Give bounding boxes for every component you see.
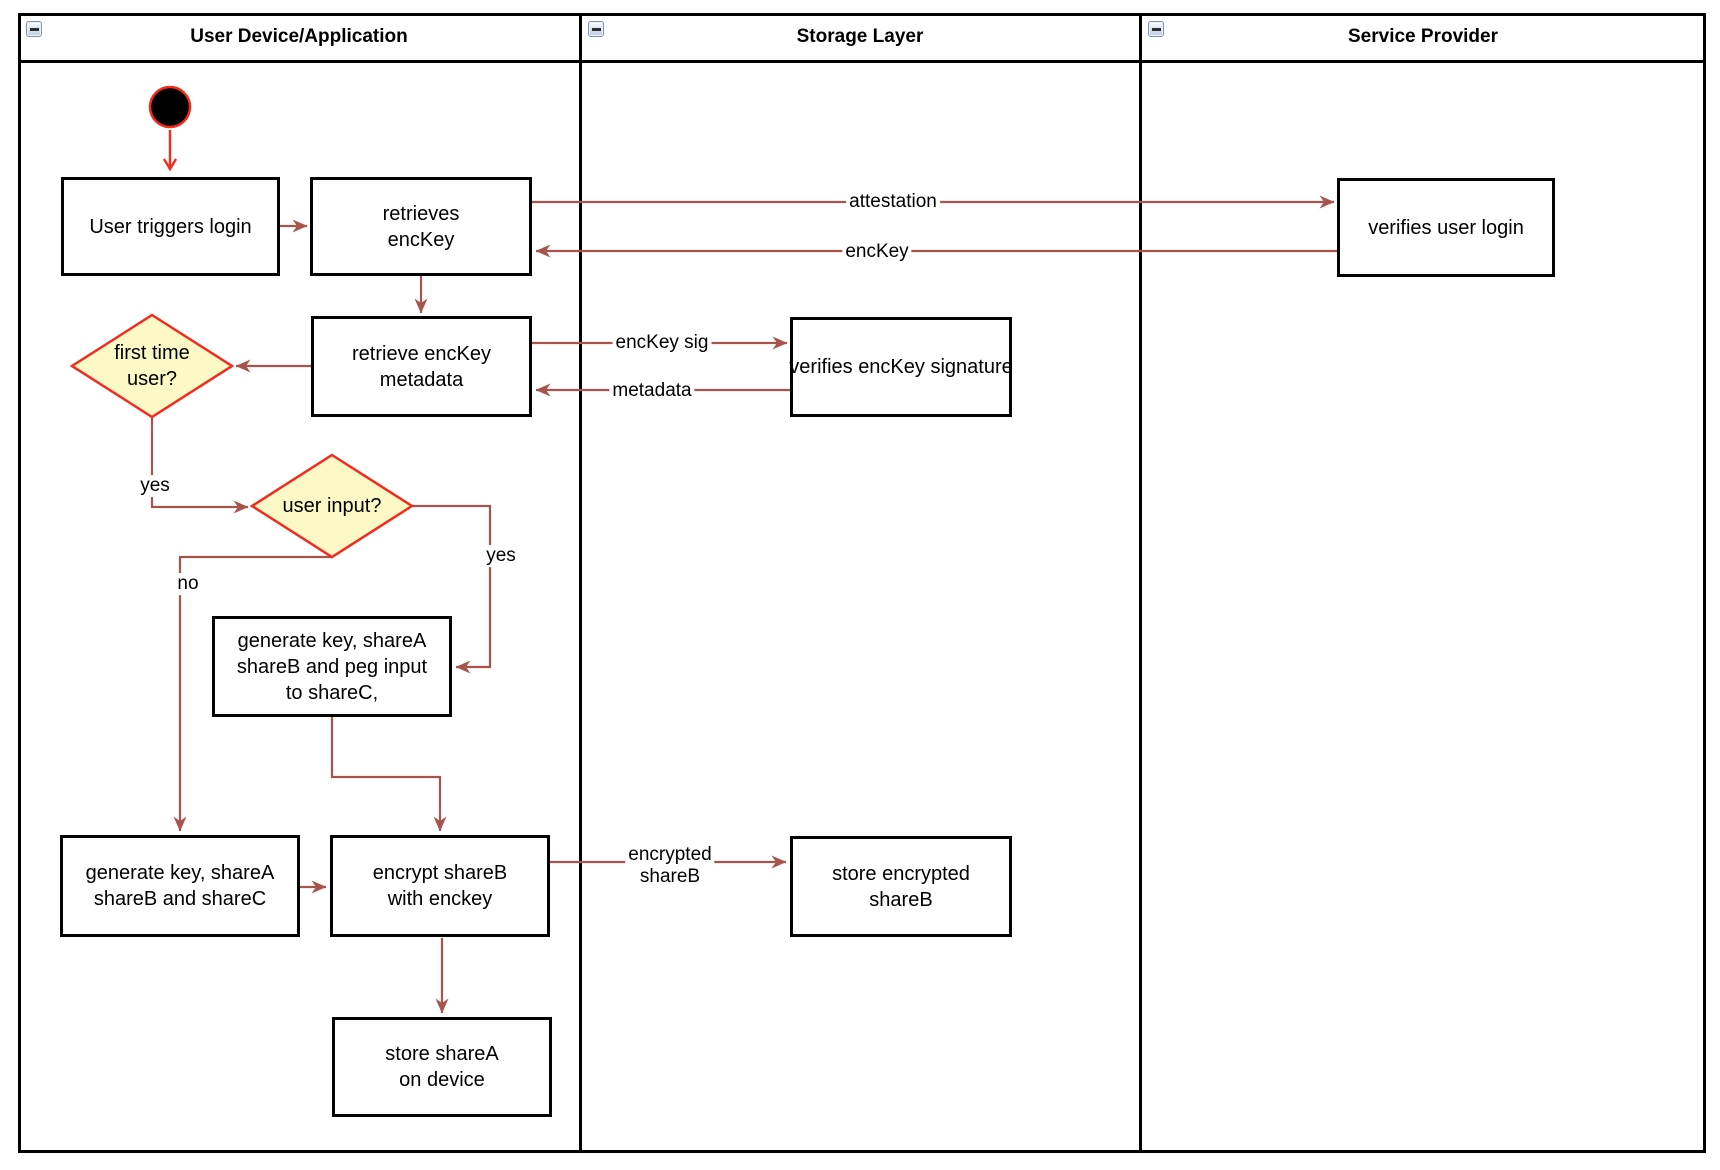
collapse-lane-icon[interactable] bbox=[26, 21, 42, 37]
edge-label-metadata: metadata bbox=[609, 380, 695, 402]
edge-user-input-no bbox=[173, 555, 332, 832]
edge-label-attestation: attestation bbox=[846, 191, 940, 213]
edge-label-user-input-yes: yes bbox=[483, 545, 519, 567]
edge-label-enckey: encKey bbox=[842, 241, 912, 263]
minus-glyph bbox=[1151, 27, 1161, 31]
node-label: retrieves encKey bbox=[382, 202, 460, 251]
lane-header-storage-layer[interactable]: Storage Layer bbox=[580, 13, 1140, 63]
node-verifies-user-login[interactable]: verifies user login bbox=[1337, 178, 1555, 277]
decision-first-time-user-shape[interactable] bbox=[69, 313, 235, 419]
node-label: generate key, shareA shareB and peg inpu… bbox=[236, 629, 428, 704]
minus-glyph bbox=[591, 27, 601, 31]
lane-divider-1 bbox=[579, 13, 582, 1153]
node-label: encrypt shareB with enckey bbox=[372, 862, 508, 910]
node-store-sharea-on-device[interactable]: store shareA on device bbox=[332, 1017, 552, 1117]
node-label: verifies user login bbox=[1368, 216, 1524, 239]
node-label: retrieve encKey metadata bbox=[352, 342, 491, 391]
edge-label-enckey-sig: encKey sig bbox=[612, 332, 712, 354]
node-user-triggers-login[interactable]: User triggers login bbox=[61, 177, 280, 276]
node-label: generate key, shareA shareB and shareC bbox=[85, 862, 275, 910]
lane-title: Service Provider bbox=[1348, 25, 1498, 47]
node-generate-key-peg-input[interactable]: generate key, shareA shareB and peg inpu… bbox=[212, 616, 452, 717]
node-label: User triggers login bbox=[89, 215, 252, 238]
node-store-encrypted-shareb[interactable]: store encrypted shareB bbox=[790, 836, 1012, 937]
lane-title: User Device/Application bbox=[190, 25, 408, 47]
edge-user-input-yes bbox=[412, 504, 492, 674]
start-node[interactable] bbox=[148, 85, 192, 129]
node-verifies-enckey-signature[interactable]: verifies encKey signature bbox=[789, 317, 1013, 417]
decision-user-input-shape[interactable] bbox=[249, 453, 415, 559]
pool-border bbox=[18, 13, 1706, 1153]
collapse-lane-icon[interactable] bbox=[588, 21, 604, 37]
decision-user-input[interactable]: user input? bbox=[282, 495, 382, 517]
node-label: store shareA on device bbox=[385, 1043, 499, 1091]
node-retrieve-enckey-metadata[interactable]: retrieve encKey metadata bbox=[311, 316, 532, 417]
node-encrypt-shareb[interactable]: encrypt shareB with enckey bbox=[330, 835, 550, 937]
edge-peg-to-encrypt bbox=[330, 717, 447, 832]
lane-header-user-device[interactable]: User Device/Application bbox=[18, 13, 580, 63]
node-retrieves-enckey[interactable]: retrieves encKey bbox=[310, 177, 532, 276]
node-label: verifies encKey signature bbox=[789, 356, 1013, 378]
node-generate-key-sharec[interactable]: generate key, shareA shareB and shareC bbox=[60, 835, 300, 937]
lane-divider-2 bbox=[1139, 13, 1142, 1153]
decision-first-time-user[interactable]: first time user? bbox=[114, 342, 190, 390]
edge-label-encrypted-shareb: encrypted shareB bbox=[625, 844, 715, 888]
edge-first-time-yes bbox=[150, 417, 249, 514]
lane-title: Storage Layer bbox=[796, 25, 924, 47]
minus-glyph bbox=[29, 27, 39, 31]
node-label: store encrypted shareB bbox=[832, 862, 970, 911]
lane-header-service-provider[interactable]: Service Provider bbox=[1140, 13, 1706, 63]
edge-label-user-input-no: no bbox=[174, 573, 202, 595]
edge-label-first-time-yes: yes bbox=[137, 475, 173, 497]
collapse-lane-icon[interactable] bbox=[1148, 21, 1164, 37]
